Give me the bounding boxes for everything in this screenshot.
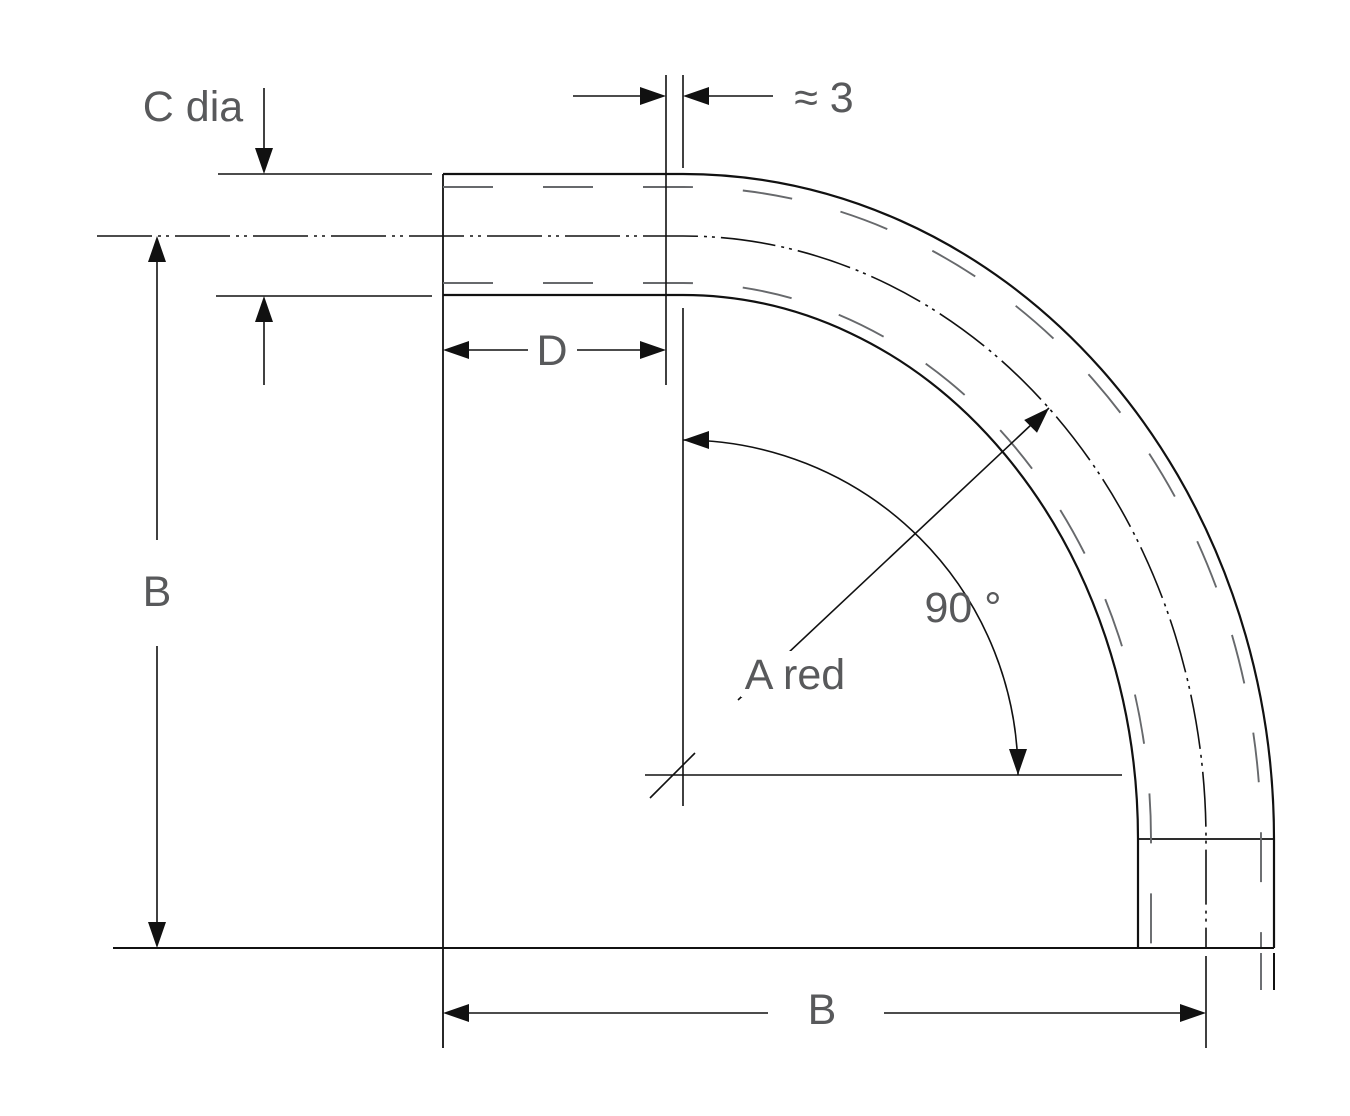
b-bottom-left-arrowhead: [443, 1004, 469, 1022]
c-dia-dimension: [216, 88, 432, 385]
pipe-centerline: [97, 235, 1207, 948]
height-b-dimension: [148, 236, 166, 948]
b-bottom-right-arrowhead: [1180, 1004, 1206, 1022]
angle-arc-top-arrowhead: [683, 431, 709, 449]
label-c-dia: C dia: [143, 83, 243, 131]
bend-center-tick: [649, 752, 696, 799]
label-width-b: B: [808, 986, 837, 1034]
bend-angle-dimension: [645, 308, 1122, 806]
b-left-top-arrowhead: [148, 236, 166, 262]
labels: C dia ≈ 3 D B B 90 ° A red: [143, 74, 1002, 1034]
angle-arc-bottom-arrowhead: [1009, 749, 1027, 775]
label-insertion-depth: D: [536, 327, 567, 375]
bend-radius-arrowhead: [1024, 408, 1049, 433]
end-gap-left-arrowhead: [640, 87, 666, 105]
end-gap-dimension: [573, 75, 773, 385]
end-gap-right-arrowhead: [683, 87, 709, 105]
bend-outer-wall-arc: [682, 172, 1276, 840]
d-right-arrowhead: [640, 341, 666, 359]
b-left-bottom-arrowhead: [148, 922, 166, 948]
label-height-b: B: [143, 568, 172, 616]
hidden-inner-wall-lines: [443, 186, 1262, 990]
pipe-outline: [442, 172, 1276, 1048]
d-left-arrowhead: [443, 341, 469, 359]
c-dia-bottom-arrowhead: [255, 296, 273, 322]
insertion-depth-dimension: [443, 341, 666, 359]
label-bend-radius: A red: [745, 651, 845, 699]
label-bend-angle: 90 °: [925, 584, 1002, 632]
label-end-gap: ≈ 3: [794, 74, 853, 122]
bend-inner-wall-arc: [682, 293, 1140, 840]
hidden-line-outer-side: [443, 186, 1262, 948]
angle-arc: [682, 439, 1019, 776]
bend-radius-label-background: [741, 651, 851, 697]
width-b-dimension: [443, 956, 1207, 1048]
hidden-line-inner-side: [443, 282, 1152, 948]
c-dia-top-arrowhead: [255, 148, 273, 174]
